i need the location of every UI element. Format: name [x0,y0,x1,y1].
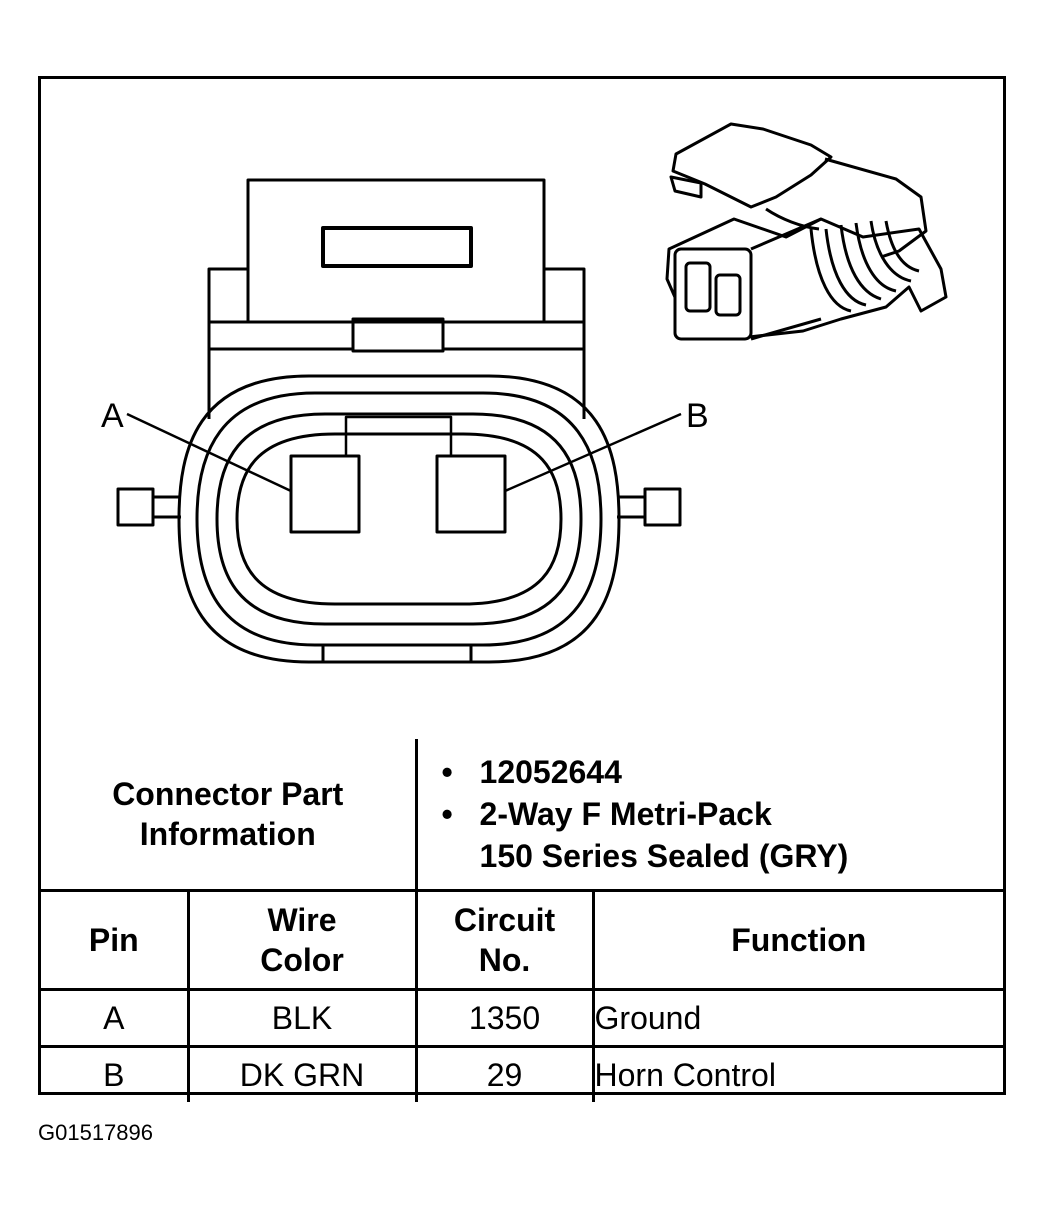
connector-top-housing [246,178,546,324]
pin-label-b: B [686,397,709,435]
connector-latch-slot [321,226,473,268]
terminal-cavity-a [289,454,361,534]
part-number: •12052644 [441,754,622,790]
connector-face-drawing [116,122,948,664]
connector-info-table: Connector Part Information •12052644 •2-… [41,739,1004,1102]
header-wire-color: Wire Color [186,889,418,991]
cell-function: Horn Control [591,1045,1004,1102]
diagram-frame: A B Connector Part Information •12052644… [38,76,1006,1102]
connector-outer-oval [177,374,621,664]
cell-pin: B [41,1045,190,1102]
connector-left-shoulder [207,267,250,419]
figure-id: G01517896 [38,1120,153,1145]
connector-drawing: A B [41,79,1003,739]
leader-line-a [126,412,292,493]
header-function: Function [591,889,1004,991]
header-circuit-no: Circuit No. [414,889,595,991]
part-info-label: Connector Part Information [41,739,418,892]
cell-pin: A [41,988,190,1048]
cell-function: Ground [591,988,1004,1048]
cell-wire-color: BLK [186,988,418,1048]
cell-circuit: 29 [414,1045,595,1102]
part-info-label-line1: Connector Part [112,776,344,812]
table-row: A BLK 1350 Ground [41,988,1004,1048]
pin-label-a: A [101,397,124,435]
connector-right-peg [643,487,682,527]
header-pin: Pin [41,889,190,991]
connector-right-shoulder [542,267,586,419]
connector-seal-ring [215,412,583,626]
connector-lock-tab [351,317,445,353]
leader-line-b [504,412,682,493]
table-header-row: Pin Wire Color Circuit No. Function [41,889,1004,991]
connector-left-peg [116,487,155,527]
part-info-label-line2: Information [139,816,316,852]
part-info-row: Connector Part Information •12052644 •2-… [41,739,1004,892]
connector-isometric-sketch [665,122,948,341]
terminal-cavity-b [435,454,507,534]
table-row: B DK GRN 29 Horn Control [41,1045,1004,1102]
cell-circuit: 1350 [414,988,595,1048]
cell-wire-color: DK GRN [186,1045,418,1102]
